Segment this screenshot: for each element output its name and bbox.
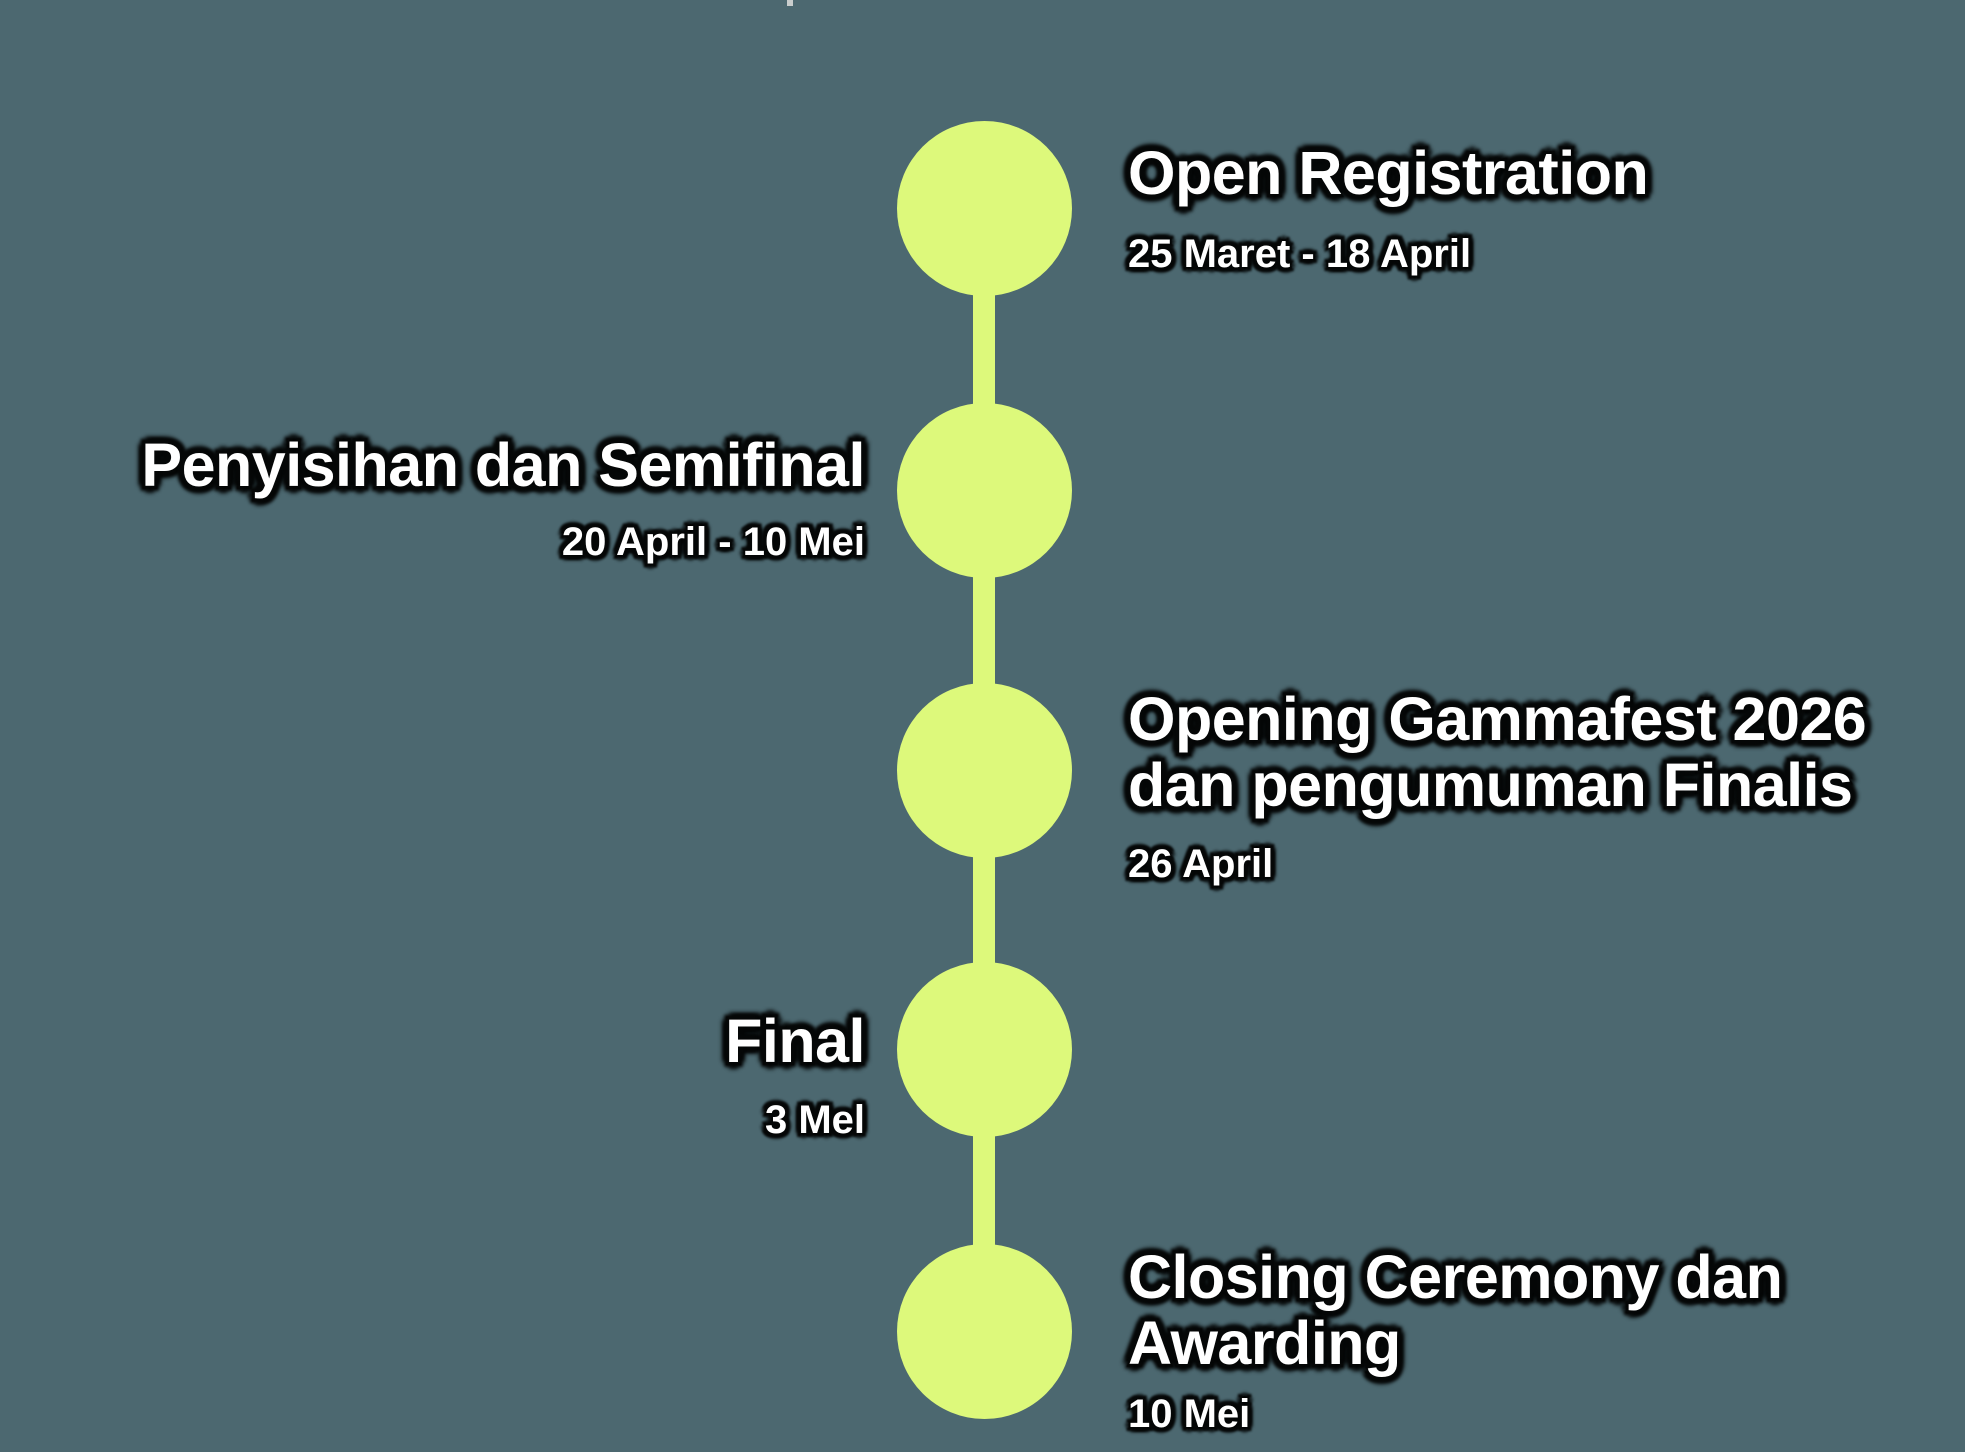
timeline-node-open-registration [897, 121, 1072, 296]
event-final: Final 3 Mel [725, 1008, 865, 1142]
event-title-line-2: Awarding [1128, 1309, 1401, 1377]
event-opening-gammafest: Opening Gammafest 2026 dan pengumuman Fi… [1128, 685, 1867, 886]
event-date: 10 Mei [1128, 1392, 1251, 1436]
event-title-line-2: dan pengumuman Finalis [1128, 751, 1853, 819]
event-title-line-1: Closing Ceremony dan [1128, 1243, 1783, 1311]
event-penyisihan-semifinal: Penyisihan dan Semifinal 20 April - 10 M… [141, 432, 865, 564]
event-date: 25 Maret - 18 April [1128, 232, 1472, 276]
timeline-node-penyisihan-semifinal [897, 403, 1072, 578]
event-date: 20 April - 10 Mei [561, 520, 865, 564]
event-title: Penyisihan dan Semifinal [141, 431, 865, 499]
timeline-node-closing-awarding [897, 1244, 1072, 1419]
event-title-line-1: Opening Gammafest 2026 [1128, 685, 1867, 753]
event-open-registration: Open Registration 25 Maret - 18 April [1128, 139, 1649, 276]
event-closing-awarding: Closing Ceremony dan Awarding 10 Mei [1128, 1243, 1783, 1436]
timeline-node-opening-gammafest [897, 683, 1072, 858]
top-edge-artifact [787, 0, 793, 6]
event-date: 26 April [1128, 842, 1274, 886]
event-date: 3 Mel [764, 1098, 865, 1142]
timeline-node-final [897, 962, 1072, 1137]
event-title: Final [725, 1007, 865, 1075]
event-title: Open Registration [1128, 139, 1649, 207]
